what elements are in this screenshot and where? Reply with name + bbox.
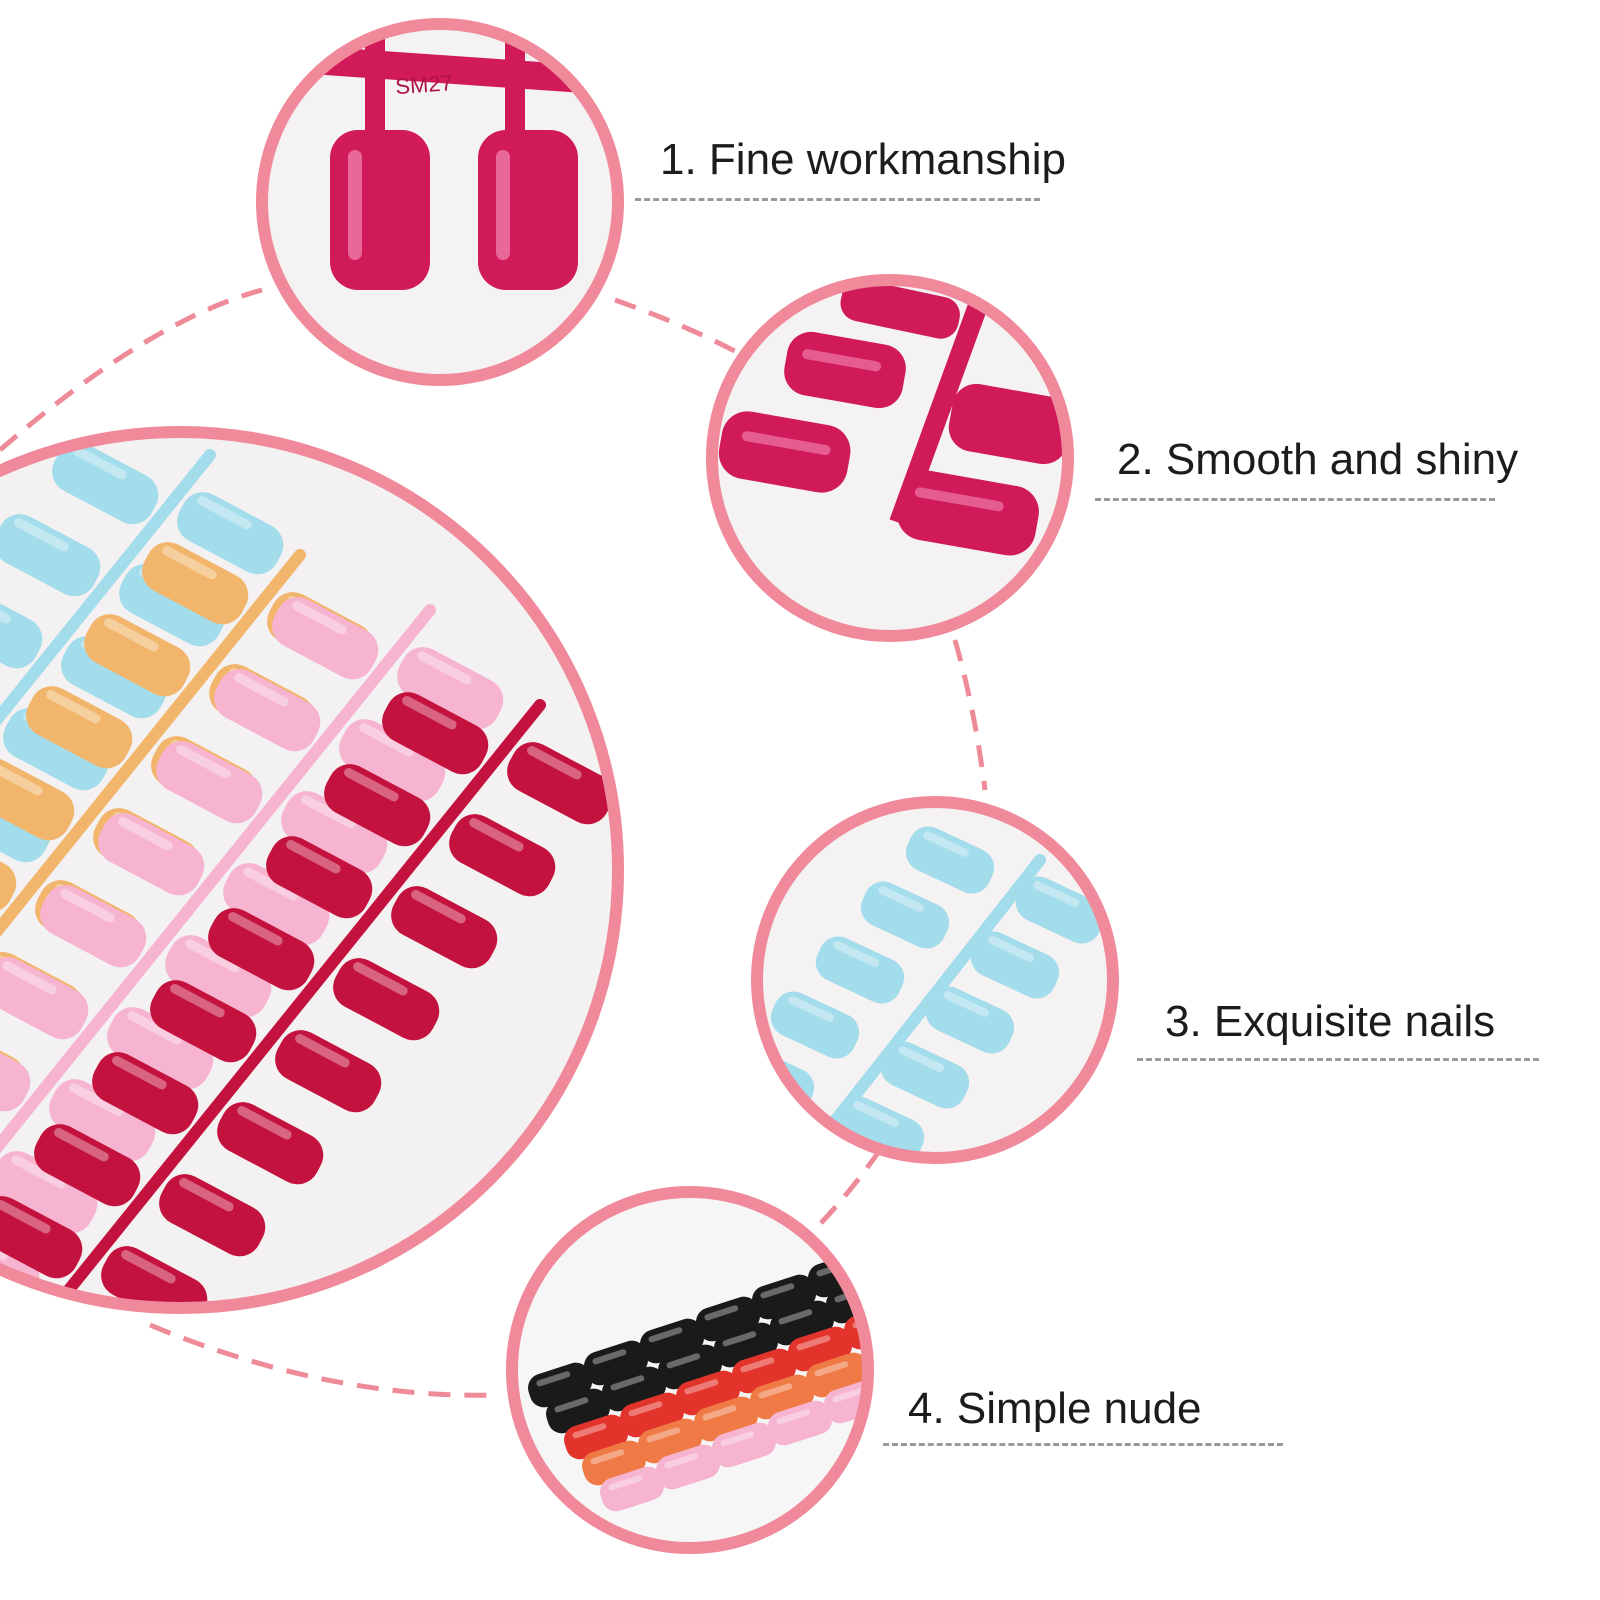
nail-tip — [223, 863, 330, 946]
main-circle-nail-sets — [0, 426, 624, 1314]
nail-tip — [217, 1102, 324, 1185]
nail-tip — [156, 741, 263, 824]
dashed-connector-arc — [0, 287, 988, 1398]
nail-tip — [324, 764, 431, 847]
nail-tip — [449, 814, 556, 897]
nail-tip — [34, 1124, 141, 1207]
nail-tip — [790, 1151, 880, 1158]
nail-tip — [272, 597, 379, 680]
nail-tip — [835, 1096, 925, 1158]
nail-tip — [768, 1400, 832, 1446]
nail-tip — [757, 1101, 770, 1158]
nail-tip — [0, 758, 75, 841]
nail-tip — [391, 886, 498, 969]
nail-tip — [507, 742, 614, 825]
nail-tip — [1015, 876, 1105, 944]
detail-circle-smooth-shiny — [706, 274, 1074, 642]
nail-tip — [52, 442, 159, 525]
nail-tip — [165, 935, 272, 1018]
nail-tip — [0, 1196, 83, 1279]
nail-tip — [397, 647, 504, 730]
nail-tip — [107, 1007, 214, 1090]
feature-label-exquisite-nails: 3. Exquisite nails — [1165, 997, 1496, 1046]
nail-tip — [40, 885, 147, 968]
nail-tip — [905, 826, 995, 894]
nail-tip — [0, 1151, 98, 1234]
nail-tip — [712, 1422, 776, 1468]
nail-tip — [333, 958, 440, 1041]
nail-tip — [49, 1079, 156, 1162]
feature-underline-1 — [635, 198, 1040, 201]
nail-tip — [98, 813, 205, 896]
detail-circle-simple-nude — [506, 1186, 874, 1554]
nail-tip — [214, 669, 321, 752]
nail-tip — [600, 1466, 664, 1512]
nail-tip — [824, 1378, 868, 1424]
nail-tip — [208, 908, 315, 991]
mold-code-text: SM27 — [394, 70, 453, 99]
nail-tip — [177, 492, 284, 575]
nail-tip — [142, 542, 249, 625]
nail-tip — [92, 1052, 199, 1135]
nail-tip — [159, 1174, 266, 1257]
nail-tip — [0, 1029, 31, 1112]
nail-tip — [656, 1444, 720, 1490]
feature-label-simple-nude: 4. Simple nude — [908, 1384, 1202, 1433]
nail-tip — [815, 936, 905, 1004]
nail-tip — [925, 986, 1015, 1054]
nail-tip — [970, 931, 1060, 999]
detail-circle-fine-workmanship: SM27 — [256, 18, 624, 386]
feature-label-fine-workmanship: 1. Fine workmanship — [660, 135, 1066, 184]
nail-tip — [26, 686, 133, 769]
nail-tip — [281, 791, 388, 874]
nail-tip — [0, 586, 43, 669]
nail-tip — [382, 692, 489, 775]
nail-tip — [150, 980, 257, 1063]
feature-label-smooth-shiny: 2. Smooth and shiny — [1117, 435, 1519, 484]
feature-underline-4 — [883, 1443, 1283, 1446]
nail-tip — [266, 836, 373, 919]
nail-tip — [770, 991, 860, 1059]
nail-tip — [339, 719, 446, 802]
nail-tip — [0, 514, 101, 597]
feature-underline-2 — [1095, 498, 1495, 501]
nail-tip — [880, 1041, 970, 1109]
nail-tip — [275, 1030, 382, 1113]
nail-tip — [860, 881, 950, 949]
detail-circle-exquisite-nails — [751, 796, 1119, 1164]
nail-tip — [0, 957, 89, 1040]
feature-underline-3 — [1137, 1058, 1539, 1061]
nail-tip — [84, 614, 191, 697]
